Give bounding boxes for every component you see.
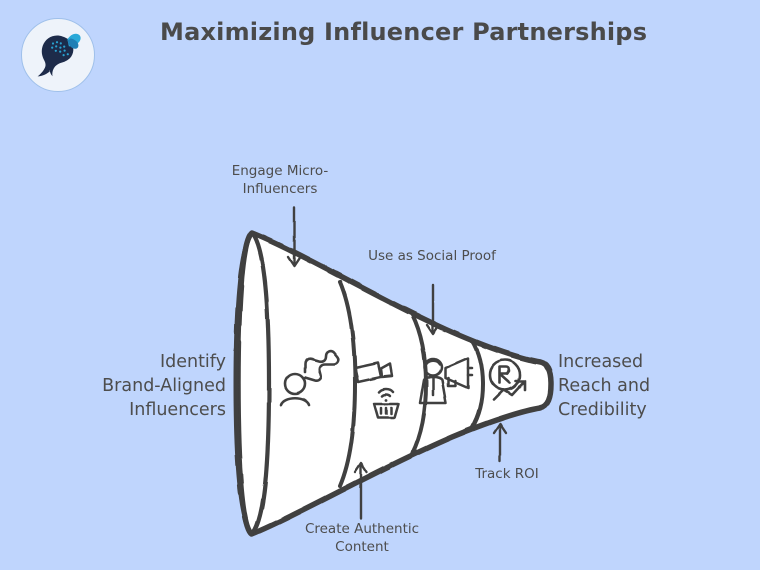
callout-arrow-create-authentic-content [353,461,369,521]
funnel-output-label: Increased Reach and Credibility [558,352,651,421]
funnel-input-label: Identify Brand-Aligned Influencers [102,352,226,421]
logo-artwork [37,33,81,77]
stage-label-track-roi: Track ROI [475,466,539,482]
funnel-divider-2 [410,312,429,456]
callout-arrow-engage-micro-influencers [286,205,302,268]
stage-label-create-authentic-content: Create Authentic Content [304,521,420,556]
funnel-divider-3 [470,338,486,430]
person-network-icon [279,349,341,407]
stage-label-engage-micro-influencers: Engage Micro- Influencers [231,163,329,198]
butterfly-icon [65,33,81,49]
roi-growth-arrow-icon [488,358,527,402]
stage-label-use-as-social-proof: Use as Social Proof [368,248,496,264]
funnel-mouth-lip [249,230,272,537]
video-camera-basket-icon [353,361,400,420]
page-title: Maximizing Influencer Partnerships [160,18,648,46]
funnel-divider-1 [338,280,358,488]
callout-arrow-track-roi [492,422,508,463]
funnel-mouth-outer-edge [233,230,255,537]
person-megaphone-icon [418,356,474,405]
callout-arrow-use-as-social-proof [425,283,441,336]
woman-butterfly-logo-icon [21,18,95,92]
